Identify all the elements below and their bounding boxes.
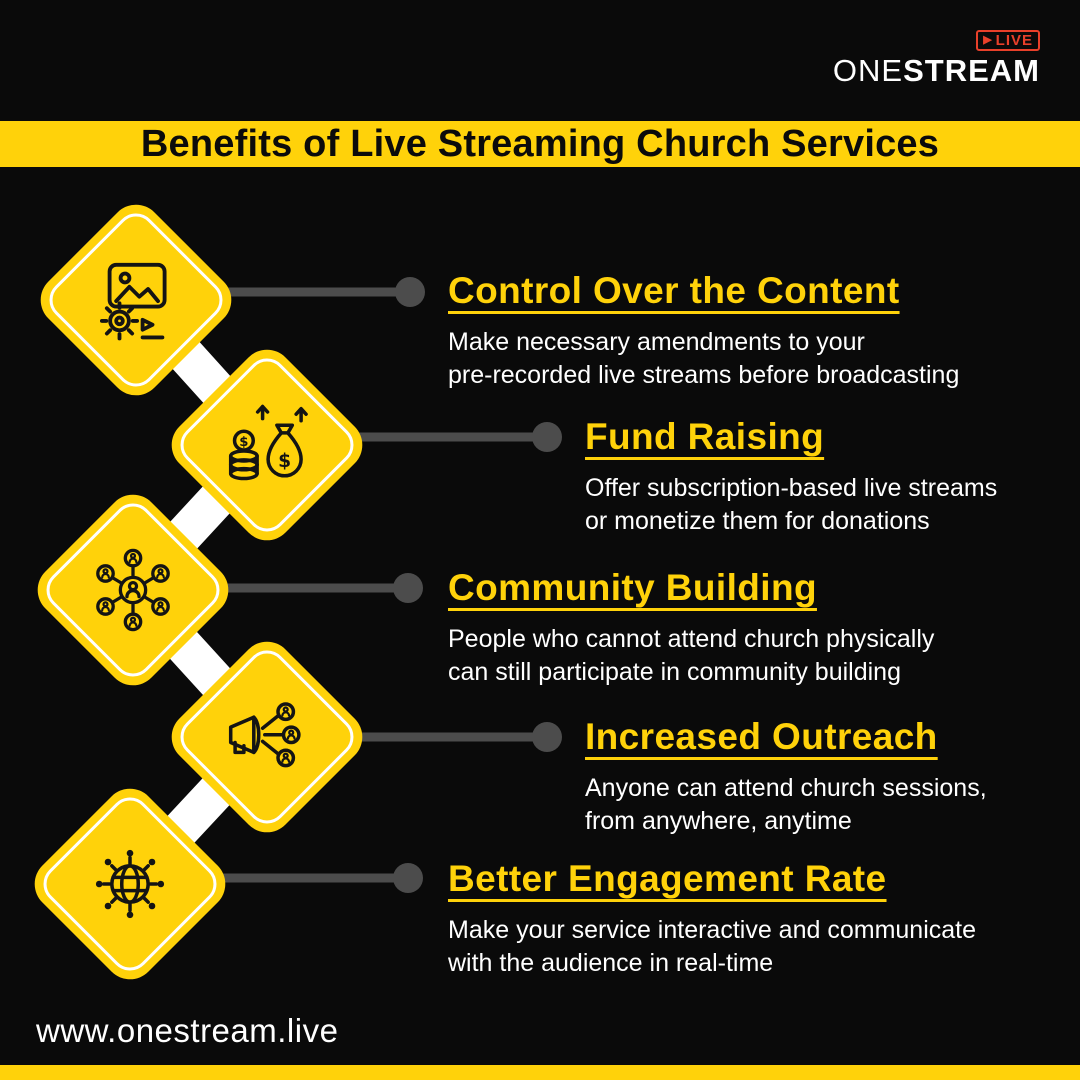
connector-dot (393, 573, 423, 603)
fund-raising-icon: $ $ (228, 404, 308, 481)
benefit-heading: Better Engagement Rate (448, 858, 887, 899)
svg-text:$: $ (278, 451, 291, 472)
onestream-logo: ▶ LIVE ONESTREAM (833, 30, 1040, 88)
benefit-diamond-community (26, 483, 240, 697)
description-line: Make necessary amendments to your (448, 328, 865, 356)
connector-dot (532, 422, 562, 452)
benefit-diamond-engagement (23, 777, 237, 991)
benefit-row-5: Better Engagement Rate Make your service… (448, 858, 976, 980)
description-line: People who cannot attend church physical… (448, 625, 935, 653)
benefit-description: Offer subscription-based live streams or… (585, 472, 997, 538)
live-badge: ▶ LIVE (976, 30, 1040, 51)
engagement-rate-icon (95, 849, 165, 919)
benefit-description: People who cannot attend church physical… (448, 623, 934, 689)
benefit-row-2: Fund Raising Offer subscription-based li… (585, 416, 997, 538)
title-banner: Benefits of Live Streaming Church Servic… (0, 121, 1080, 167)
benefit-diamond-fund-raising: $ $ (160, 338, 374, 552)
description-line: Make your service interactive and commun… (448, 916, 977, 944)
description-line: with the audience in real-time (448, 949, 774, 977)
svg-text:$: $ (239, 435, 248, 450)
benefit-heading: Fund Raising (585, 416, 825, 457)
benefit-row-3: Community Building People who cannot att… (448, 567, 934, 689)
row-connector-dots (393, 277, 562, 893)
play-icon: ▶ (983, 34, 993, 46)
website-link[interactable]: www.onestream.live (36, 1012, 339, 1049)
benefit-heading: Community Building (448, 567, 817, 608)
community-building-icon (96, 548, 170, 632)
benefit-description: Make your service interactive and commun… (448, 914, 976, 980)
description-line: from anywhere, anytime (585, 807, 852, 835)
connector-dot (393, 863, 423, 893)
benefit-diamond-content-control (29, 193, 243, 407)
description-line: or monetize them for donations (585, 507, 930, 535)
description-line: can still participate in community build… (448, 658, 901, 686)
logo-one: ONE (832, 53, 904, 88)
page-title: Benefits of Live Streaming Church Servic… (140, 122, 940, 165)
logo-stream: STREAM (903, 53, 1040, 88)
content-control-icon (99, 262, 167, 341)
benefit-diamond-outreach (160, 630, 374, 844)
benefit-row-1: Control Over the Content Make necessary … (448, 270, 959, 392)
increased-outreach-icon (228, 702, 301, 768)
connector-dot (532, 722, 562, 752)
connector-dot (395, 277, 425, 307)
description-line: pre-recorded live streams before broadca… (448, 361, 960, 389)
description-line: Anyone can attend church sessions, (585, 774, 987, 802)
benefit-description: Anyone can attend church sessions, from … (585, 772, 987, 838)
bottom-accent-bar (0, 1065, 1080, 1080)
logo-wordmark: ONESTREAM (832, 53, 1040, 88)
live-label: LIVE (995, 32, 1033, 49)
description-line: Offer subscription-based live streams (585, 474, 998, 502)
benefit-row-4: Increased Outreach Anyone can attend chu… (585, 716, 987, 838)
benefit-heading: Control Over the Content (448, 270, 900, 311)
benefit-heading: Increased Outreach (585, 716, 938, 757)
benefit-description: Make necessary amendments to your pre-re… (448, 326, 959, 392)
